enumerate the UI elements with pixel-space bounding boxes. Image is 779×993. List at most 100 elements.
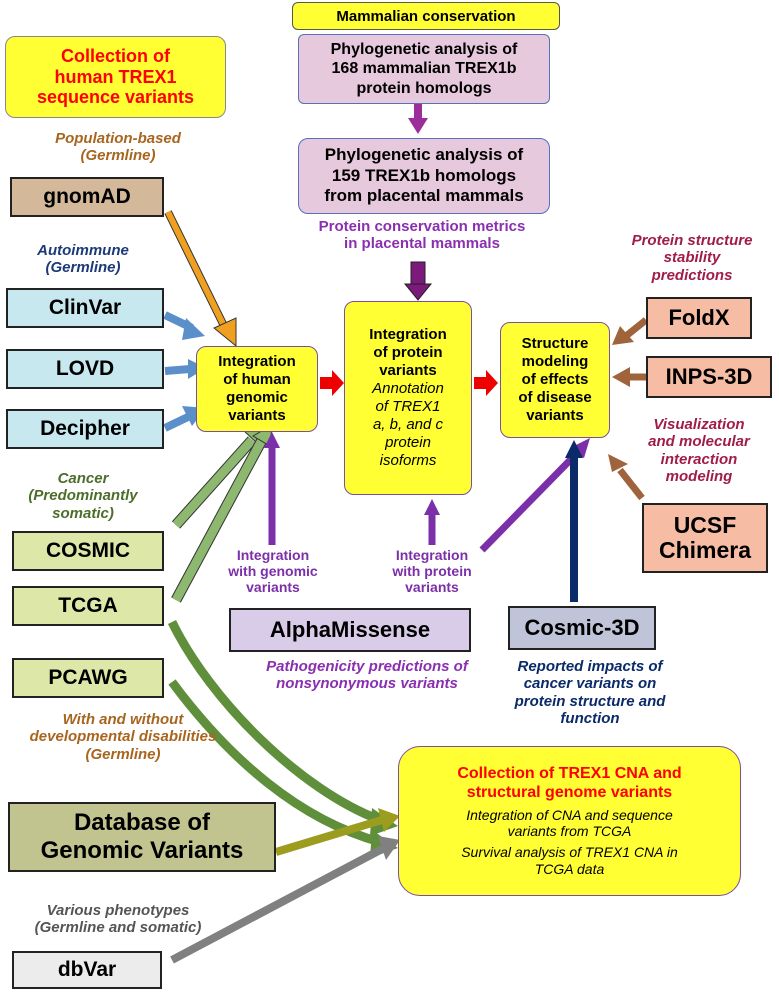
structure-modeling-line5: variants [526, 407, 584, 424]
integration-genomic-box: Integration of human genomic variants [196, 346, 318, 432]
integration-protein-i3: a, b, and c [372, 416, 444, 433]
developmental-label: With and without developmental disabilit… [0, 711, 246, 763]
foldx-box: FoldX [646, 297, 752, 339]
cna-item1-line1: Integration of CNA and sequence [466, 806, 673, 823]
alpha-protein-label: Integration with protein variants [382, 547, 482, 595]
integration-genomic-line4: variants [228, 407, 286, 424]
visualization-label-line1: Visualization [653, 416, 745, 433]
integration-protein-line2: of protein [373, 344, 443, 361]
inps-label: INPS-3D [665, 364, 753, 389]
integration-protein-line1: Integration [369, 326, 447, 343]
alpha-protein-line3: variants [405, 579, 459, 596]
clinvar-label: ClinVar [48, 296, 122, 319]
alphamissense-desc: Pathogenicity predictions of nonsynonymo… [232, 658, 502, 693]
alpha-genomic-line1: Integration [236, 547, 310, 563]
structure-modeling-box: Structure modeling of effects of disease… [500, 322, 610, 438]
title-line1: Collection of [61, 45, 170, 66]
various-label-line1: Various phenotypes [46, 902, 190, 919]
phylogeny-159-line3: from placental mammals [324, 186, 524, 206]
gnomad-label: gnomAD [43, 185, 131, 208]
cosmic3d-box: Cosmic-3D [508, 606, 656, 650]
decipher-box: Decipher [6, 409, 164, 449]
autoimmune-label-line1: Autoimmune [37, 242, 129, 259]
alphamissense-desc-line1: Pathogenicity predictions of [266, 658, 468, 675]
alphamissense-label: AlphaMissense [269, 617, 431, 642]
cosmic3d-desc-line4: function [560, 709, 620, 727]
cancer-label: Cancer (Predominantly somatic) [8, 470, 158, 522]
title-line3: sequence variants [36, 87, 195, 108]
alphamissense-desc-line2: nonsynonymous variants [276, 675, 458, 693]
arrow-gnomad [164, 210, 237, 348]
visualization-label-line3: interaction [660, 450, 738, 468]
arrow-alpha-protein [424, 499, 440, 545]
title-line2: human TREX1 [54, 66, 177, 87]
cna-title-line1: Collection of TREX1 CNA and [457, 765, 682, 783]
autoimmune-label: Autoimmune (Germline) [8, 242, 158, 277]
arrow-genomic-to-protein [320, 370, 344, 396]
cna-item2-line1: Survival analysis of TREX1 CNA in [461, 844, 678, 861]
cosmic-box: COSMIC [12, 531, 164, 571]
arrow-protein-to-structure [474, 370, 498, 396]
phylogeny-159-line1: Phylogenetic analysis of [324, 145, 524, 165]
arrow-dbvar-cna [170, 836, 400, 964]
cna-title-line2: structural genome variants [466, 784, 673, 802]
dbvar-box: dbVar [12, 951, 162, 989]
arrow-ucsf [608, 454, 645, 501]
alphamissense-box: AlphaMissense [229, 608, 471, 652]
ucsf-chimera-box: UCSF Chimera [642, 503, 768, 573]
phylogeny-168-line1: Phylogenetic analysis of [330, 41, 518, 59]
cancer-label-line2: (Predominantly [28, 487, 138, 505]
cancer-label-line1: Cancer [57, 470, 109, 487]
dgv-label-line1: Database of [73, 809, 211, 837]
lovd-box: LOVD [6, 349, 164, 389]
integration-protein-i1: Annotation [372, 380, 444, 397]
tcga-label: TCGA [58, 594, 118, 617]
phylogeny-168-line2: 168 mammalian TREX1b [331, 60, 517, 78]
decipher-label: Decipher [40, 417, 130, 440]
inps-box: INPS-3D [646, 356, 772, 398]
various-label-line2: (Germline and somatic) [34, 919, 202, 937]
alpha-protein-line2: with protein [392, 563, 472, 580]
arrow-dgv-cna [274, 808, 400, 856]
stability-label-line1: Protein structure [631, 232, 753, 249]
cosmic-label: COSMIC [46, 539, 130, 562]
phylogeny-168-line3: protein homologs [356, 79, 492, 97]
various-label: Various phenotypes (Germline and somatic… [6, 902, 230, 937]
phylogeny-box-168: Phylogenetic analysis of 168 mammalian T… [298, 34, 550, 104]
stability-label: Protein structure stability predictions [606, 232, 778, 284]
arrow-inps [612, 367, 648, 387]
cna-item2-line2: TCGA data [534, 860, 605, 877]
population-label-line2: (Germline) [80, 147, 156, 165]
arrow-clinvar [163, 311, 205, 340]
autoimmune-label-line2: (Germline) [45, 259, 121, 277]
cosmic3d-label: Cosmic-3D [524, 615, 640, 640]
arrow-box1-to-box2 [408, 103, 428, 134]
arrow-alpha-genomic [264, 432, 280, 545]
alpha-genomic-label: Integration with genomic variants [228, 547, 318, 595]
alpha-genomic-line3: variants [246, 579, 300, 596]
integration-protein-i2: of TREX1 [375, 398, 441, 415]
integration-protein-i5: isoforms [379, 452, 437, 469]
pcawg-label: PCAWG [48, 666, 128, 689]
alpha-protein-line1: Integration [395, 547, 469, 563]
conservation-metrics-line1: Protein conservation metrics [318, 218, 526, 235]
stability-label-line2: stability [663, 249, 721, 267]
developmental-label-line3: (Germline) [85, 745, 161, 763]
integration-genomic-line3: genomic [226, 389, 288, 406]
dbvar-label: dbVar [57, 958, 117, 981]
structure-modeling-line1: Structure [521, 335, 589, 352]
clinvar-box: ClinVar [6, 288, 164, 328]
integration-genomic-line1: Integration [218, 353, 296, 370]
foldx-label: FoldX [668, 305, 730, 330]
dgv-label-line2: Genomic Variants [40, 837, 244, 864]
cna-item1-line2: variants from TCGA [507, 823, 632, 840]
conservation-metrics-line2: in placental mammals [344, 235, 500, 253]
visualization-label: Visualization and molecular interaction … [620, 416, 778, 485]
structure-modeling-line2: modeling [521, 353, 589, 370]
conservation-metrics-label: Protein conservation metrics in placenta… [286, 218, 558, 253]
visualization-label-line4: modeling [665, 467, 733, 485]
integration-protein-box: Integration of protein variants Annotati… [344, 301, 472, 495]
visualization-label-line2: and molecular [648, 433, 750, 451]
pcawg-box: PCAWG [12, 658, 164, 698]
